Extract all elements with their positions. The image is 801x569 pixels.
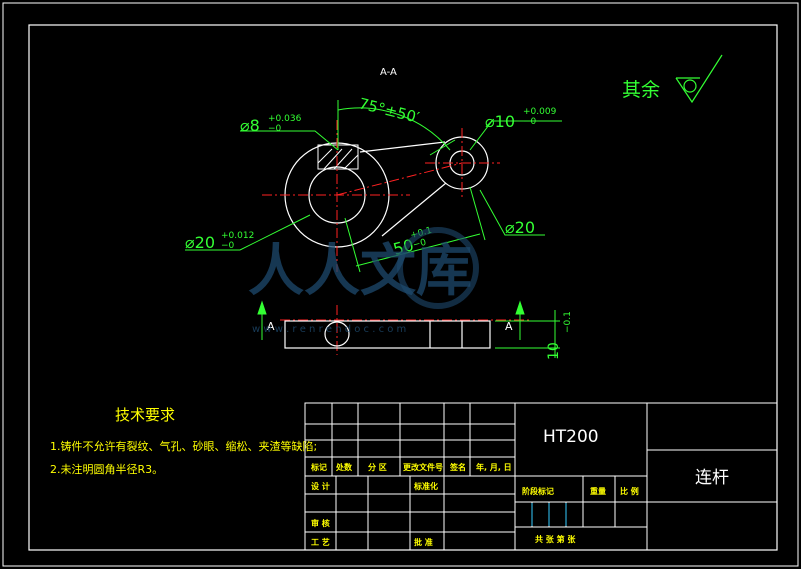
header-count: 处数 bbox=[335, 462, 353, 472]
section-label: A-A bbox=[380, 67, 397, 78]
dim-d20-left: ⌀20 bbox=[185, 233, 215, 252]
watermark-ring-icon bbox=[397, 227, 479, 309]
header-mark: 标记 bbox=[310, 462, 327, 472]
section-mark-left: A bbox=[267, 320, 275, 333]
rod-side-view bbox=[284, 320, 491, 349]
dim-d10: ⌀10 bbox=[485, 112, 515, 131]
header-zone: 分 区 bbox=[368, 462, 387, 472]
roughness-symbol-icon bbox=[675, 54, 723, 104]
header-date: 年, 月, 日 bbox=[476, 462, 512, 472]
title-block bbox=[304, 402, 778, 551]
watermark-url: w w w . r e n r e n d o c . c o m bbox=[252, 324, 406, 335]
tech-req-line2: 2.未注明圆角半径R3。 bbox=[50, 462, 163, 476]
row-approve: 批 准 bbox=[414, 537, 433, 547]
dim-d20-right: ⌀20 bbox=[505, 218, 535, 237]
dim-d8: ⌀8 bbox=[240, 116, 260, 135]
surface-note: 其余 bbox=[622, 79, 660, 101]
tech-req-line1: 1.铸件不允许有裂纹、气孔、砂眼、缩松、夹渣等缺陷; bbox=[50, 439, 317, 453]
rod-main-view bbox=[284, 136, 489, 248]
dim-thickness-tol: −0.1 bbox=[563, 311, 573, 333]
col-scale: 比 例 bbox=[620, 486, 639, 496]
dim-d8-tol-dn: −0 bbox=[268, 124, 282, 134]
dim-d10-tol-up: +0.009 bbox=[523, 107, 557, 117]
center-lines bbox=[262, 120, 530, 355]
dim-center-distance-tol-dn: −0 bbox=[412, 238, 428, 251]
watermark-text: 人人文库 bbox=[248, 239, 472, 304]
sheet-count: 共 张 第 张 bbox=[535, 534, 576, 544]
tech-req-title: 技术要求 bbox=[115, 406, 175, 424]
section-mark-right: A bbox=[505, 320, 513, 333]
row-review: 审 核 bbox=[311, 518, 330, 528]
dim-d20-left-tol-up: +0.012 bbox=[221, 231, 254, 241]
row-design: 设 计 bbox=[311, 481, 330, 491]
header-signature: 签名 bbox=[449, 462, 466, 472]
dimension-lines bbox=[185, 100, 562, 358]
header-doc-number: 更改文件号 bbox=[403, 462, 443, 472]
material: HT200 bbox=[543, 427, 599, 447]
col-stage-mark: 阶段标记 bbox=[522, 486, 554, 496]
dim-d8-tol-up: +0.036 bbox=[268, 114, 302, 124]
col-weight: 重量 bbox=[590, 486, 606, 496]
part-name: 连杆 bbox=[695, 468, 729, 488]
row-standardization: 标准化 bbox=[413, 481, 438, 491]
dim-thickness: 10 bbox=[546, 342, 562, 360]
dim-d20-left-tol-dn: −0 bbox=[221, 241, 235, 251]
dim-d10-tol-dn: −0 bbox=[523, 117, 537, 127]
row-process: 工 艺 bbox=[311, 537, 330, 547]
dim-angle: 75°±50′ bbox=[357, 94, 422, 127]
stage-cells-highlight bbox=[531, 503, 567, 526]
